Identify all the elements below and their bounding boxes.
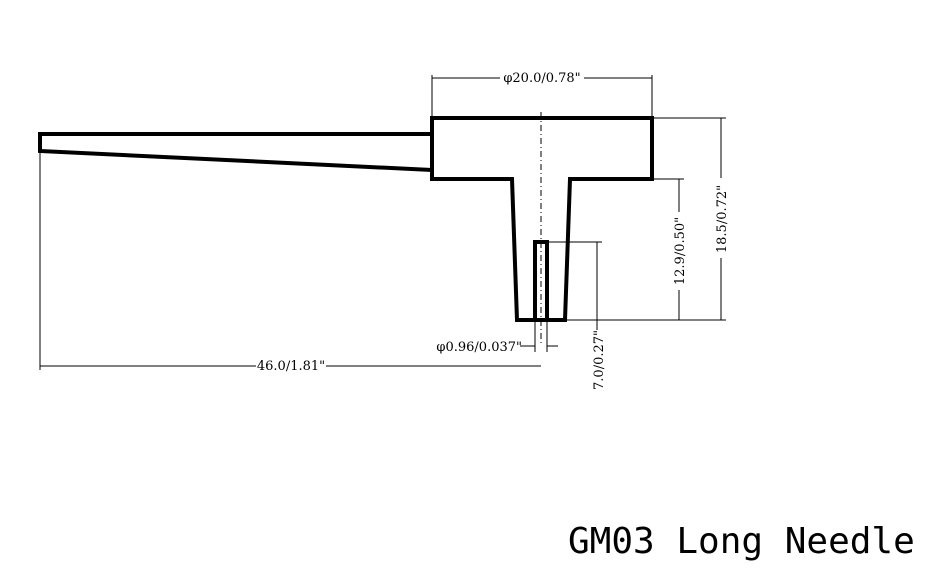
dim-hole-diameter: φ0.96/0.037" <box>436 322 558 355</box>
dim-hole-depth: 7.0/0.27" <box>549 241 607 390</box>
dim-hole-depth-label: 7.0/0.27" <box>592 330 607 390</box>
dim-head-diameter: φ20.0/0.78" <box>431 71 653 116</box>
dim-needle-length: 46.0/1.81" <box>39 153 541 374</box>
dim-total-height: 18.5/0.72" <box>567 117 730 321</box>
needle-arm-outline <box>38 132 433 172</box>
dim-stem-length: 12.9/0.50" <box>654 178 688 320</box>
dim-stem-length-label: 12.9/0.50" <box>673 217 688 285</box>
dim-needle-length-label: 46.0/1.81" <box>257 359 325 374</box>
head-stem-outline <box>430 116 654 322</box>
drawing-title: GM03 Long Needle <box>568 521 915 562</box>
dim-total-height-label: 18.5/0.72" <box>715 185 730 253</box>
dim-head-diameter-label: φ20.0/0.78" <box>503 71 580 86</box>
dim-hole-diameter-label: φ0.96/0.037" <box>436 340 522 355</box>
